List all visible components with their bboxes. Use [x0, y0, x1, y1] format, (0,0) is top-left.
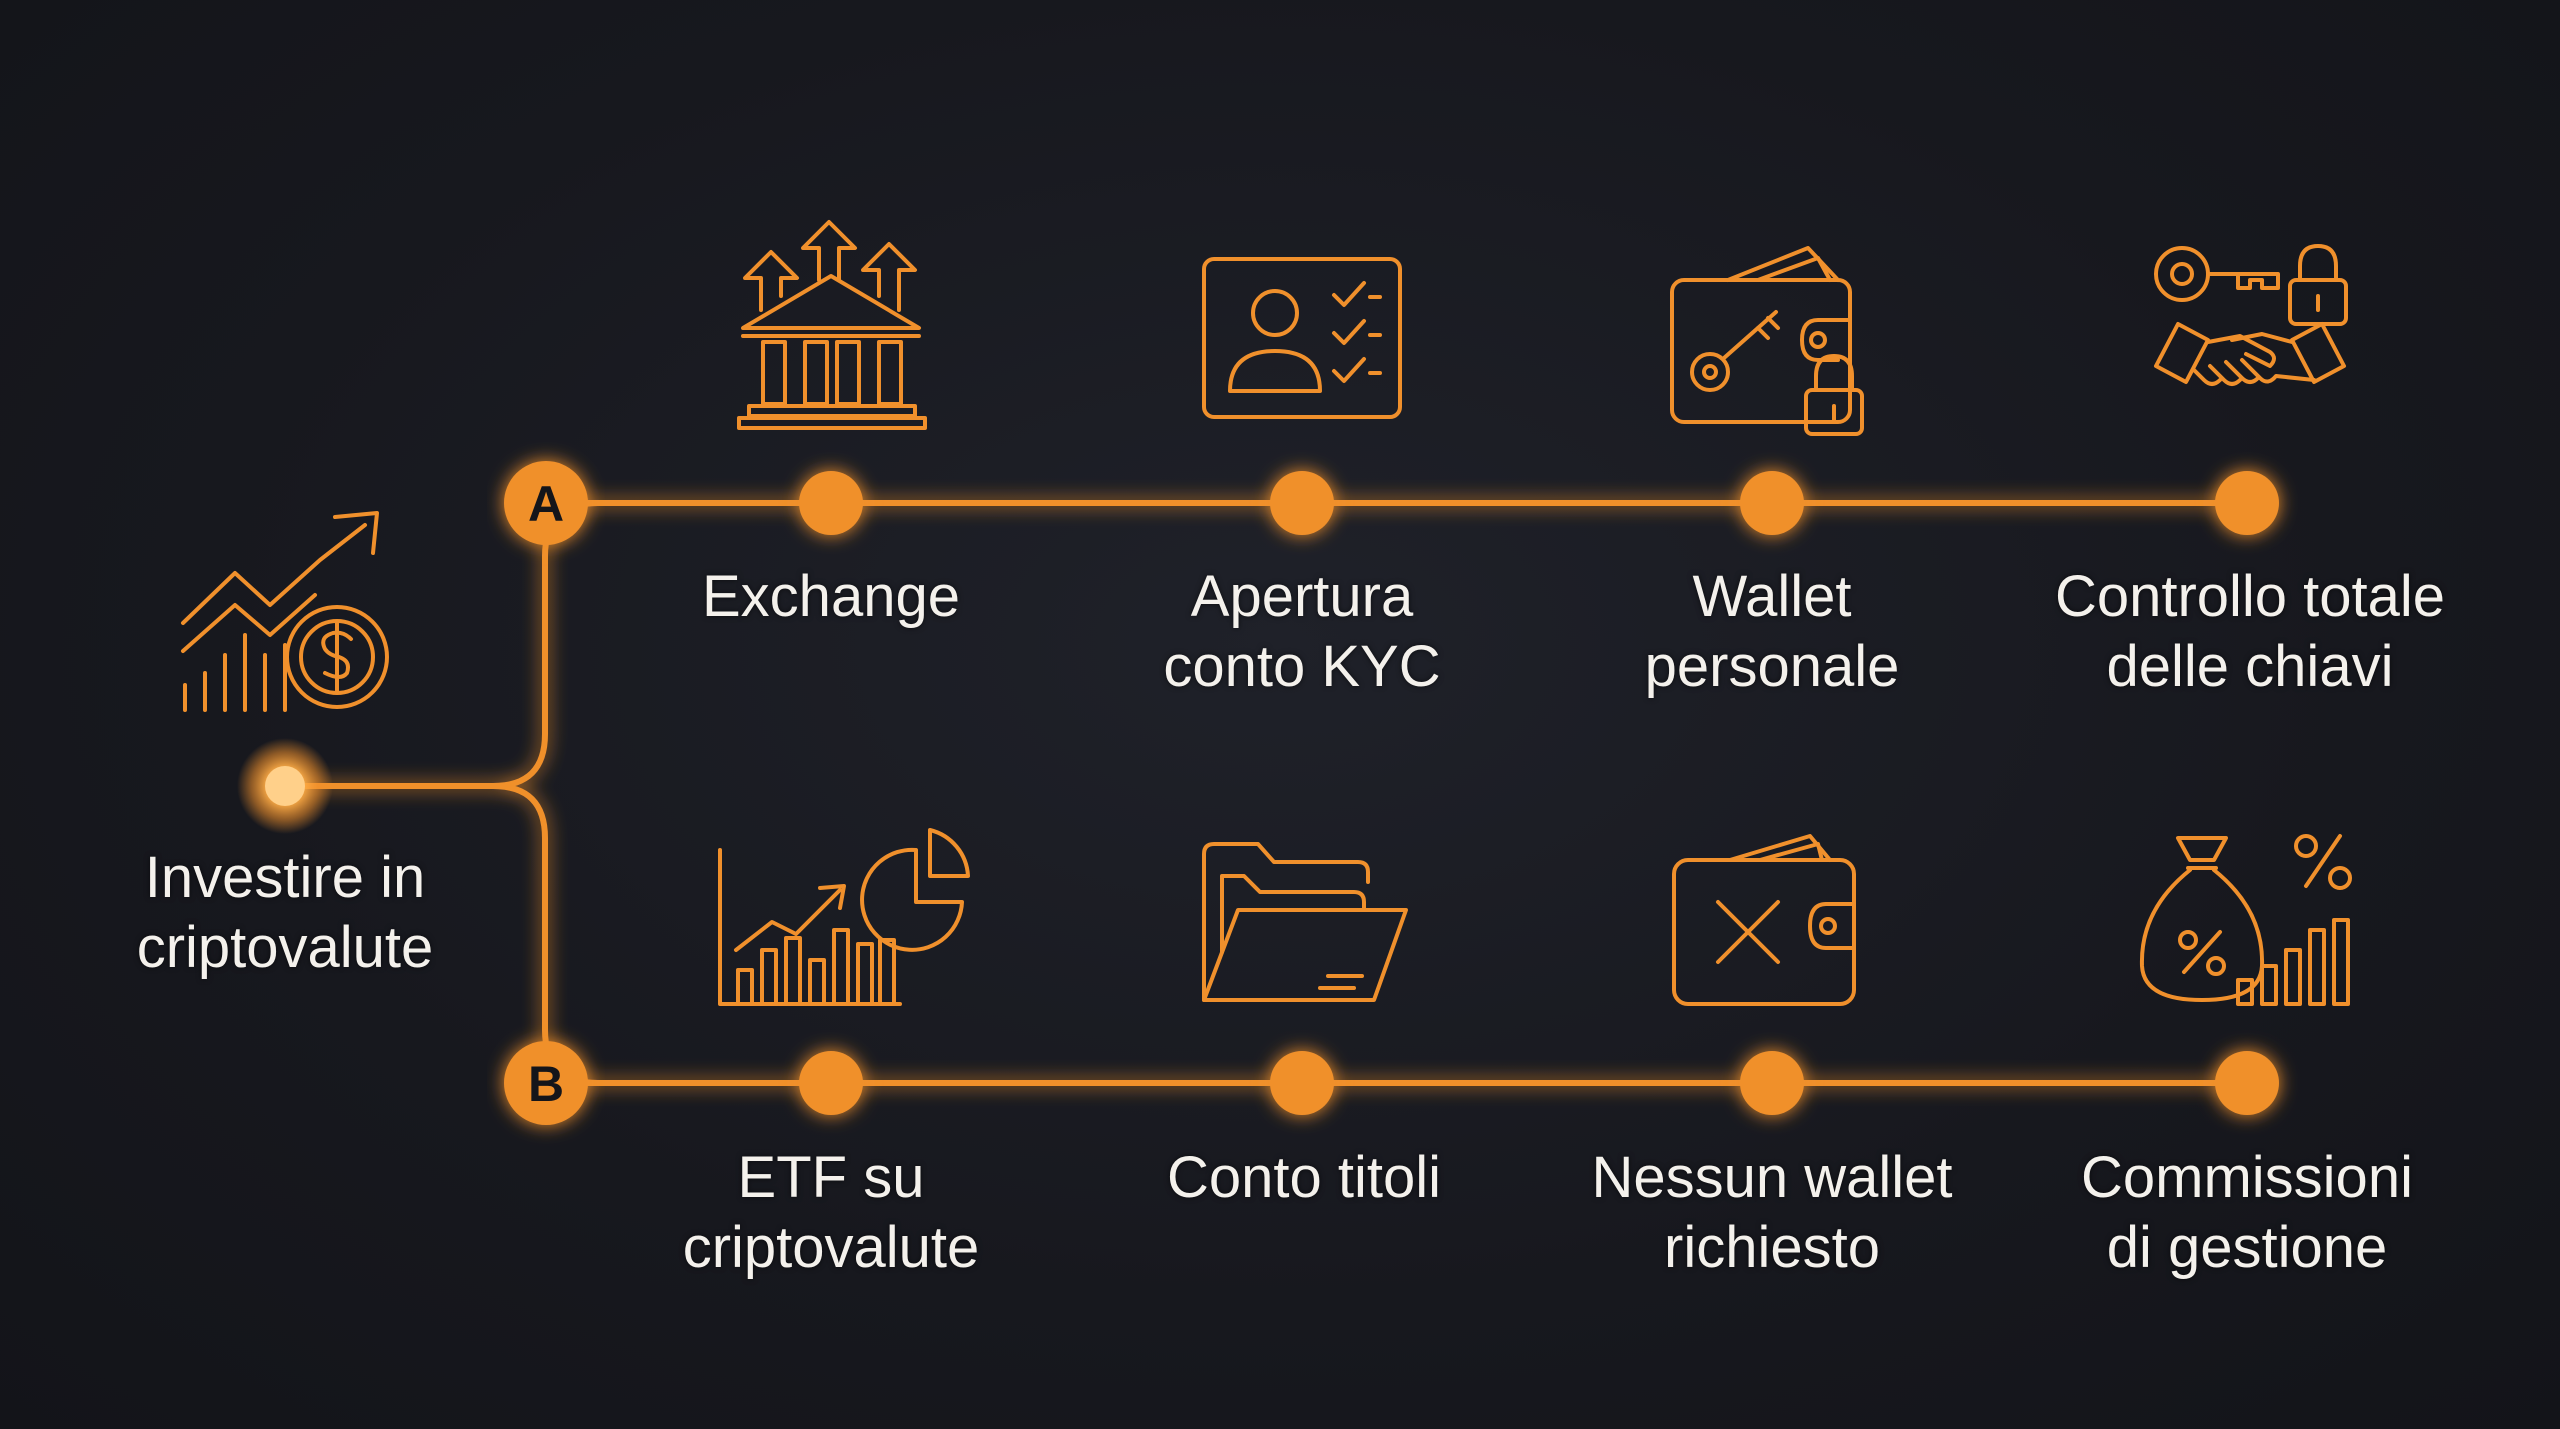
node-a-3 [1740, 471, 1804, 535]
node-a-1 [799, 471, 863, 535]
open-folder-icon [1200, 840, 1410, 1008]
wallet-cross-icon [1670, 832, 1870, 1008]
branch-a-nodes [799, 471, 2279, 535]
badge-a-letter: A [528, 476, 564, 532]
step-b2-label: Conto titoli [1166, 1145, 1442, 1210]
node-b-3 [1740, 1051, 1804, 1115]
badge-b: B [504, 1041, 588, 1125]
branch-b-nodes [799, 1051, 2279, 1115]
step-a1-label: Exchange [702, 564, 960, 629]
node-b-4 [2215, 1051, 2279, 1115]
wallet-key-lock-icon [1668, 240, 1878, 440]
badge-b-letter: B [528, 1056, 564, 1112]
node-b-2 [1270, 1051, 1334, 1115]
bank-growth-arrows-icon [731, 218, 931, 433]
node-a-2 [1270, 471, 1334, 535]
key-handshake-lock-icon [2150, 240, 2350, 435]
bar-chart-pie-icon [716, 820, 970, 1008]
id-card-checklist-icon [1200, 255, 1404, 420]
node-b-1 [799, 1051, 863, 1115]
money-bag-percent-icon [2138, 830, 2356, 1010]
growth-chart-dollar-icon [175, 505, 405, 720]
badge-a: A [504, 461, 588, 545]
node-a-4 [2215, 471, 2279, 535]
